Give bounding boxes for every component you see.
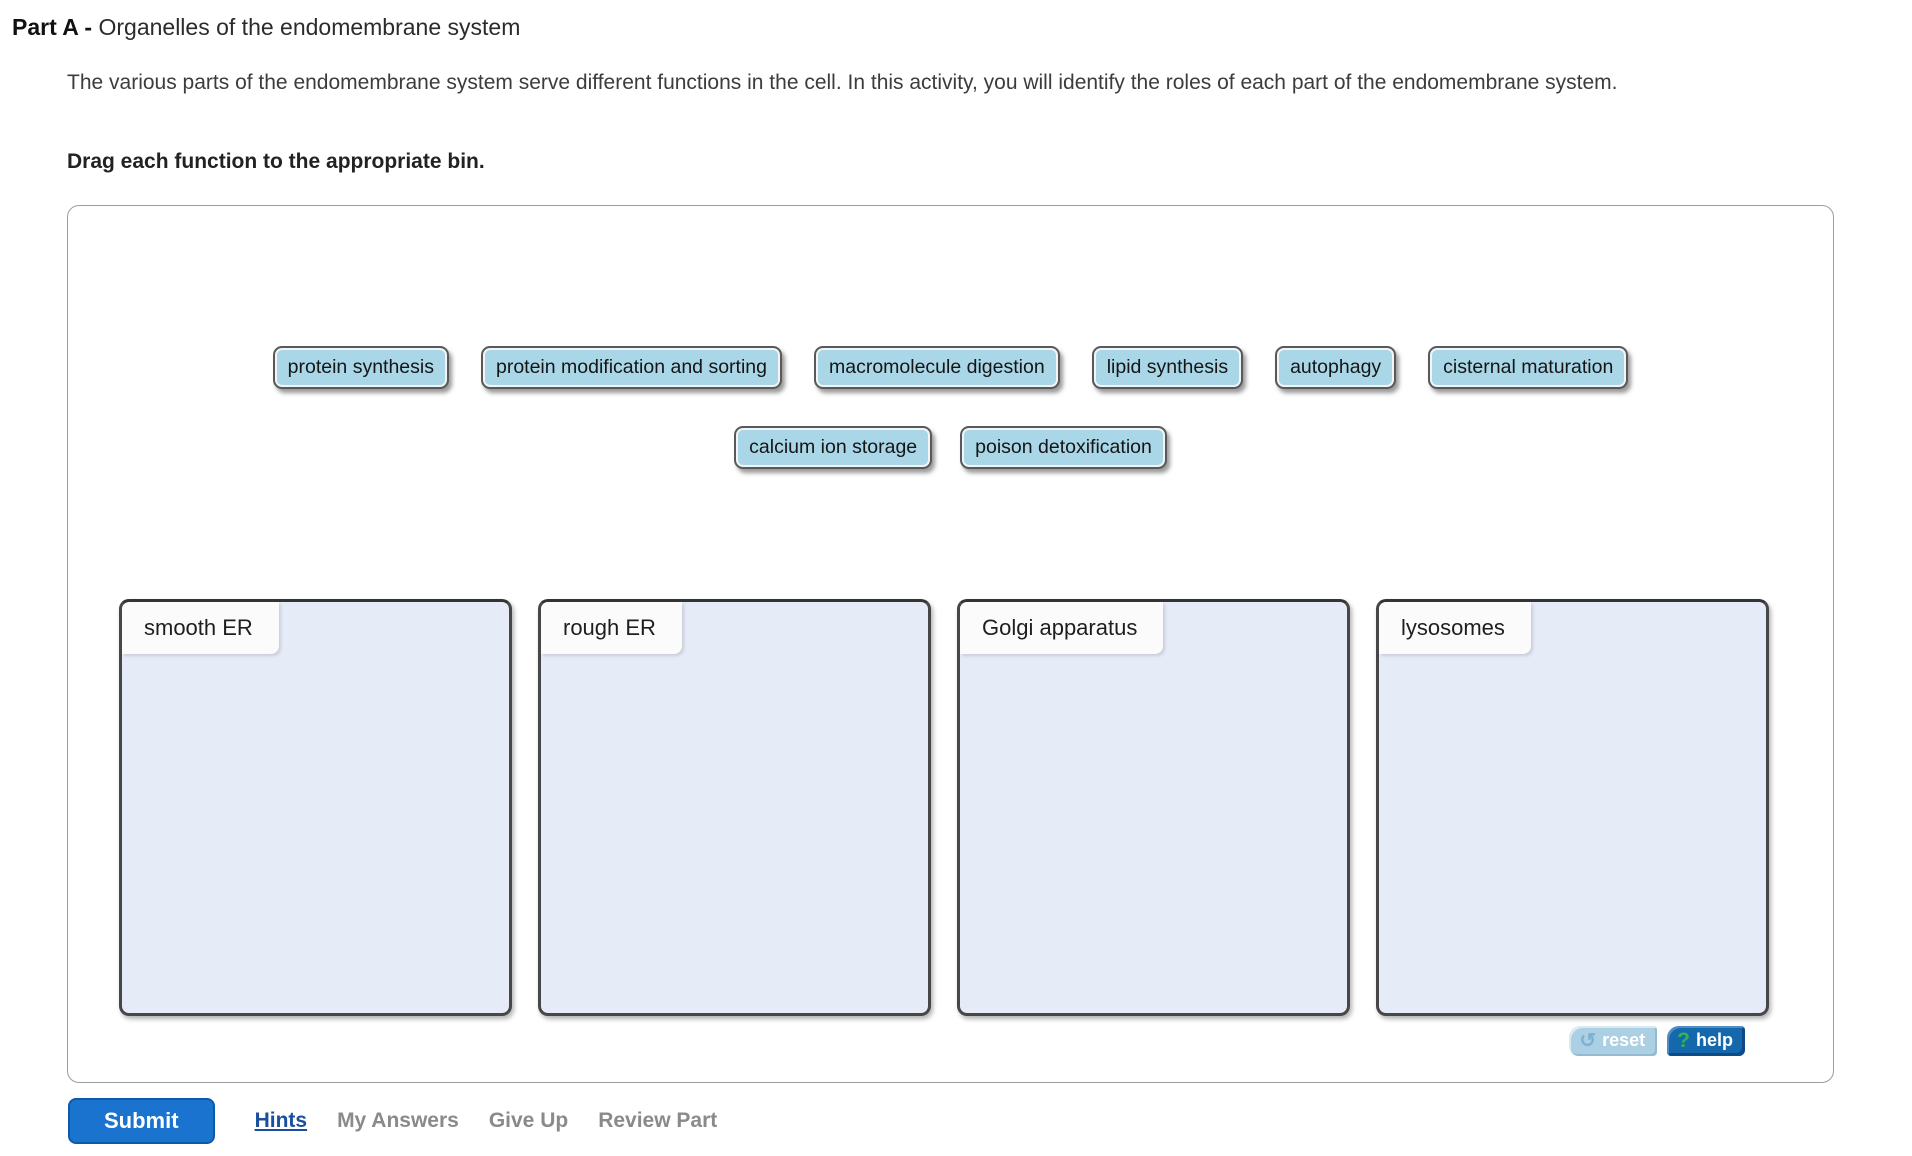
reset-icon: ↺	[1579, 1029, 1597, 1052]
chip-macromolecule-digestion[interactable]: macromolecule digestion	[813, 346, 1060, 389]
reset-button[interactable]: ↺ reset	[1569, 1026, 1658, 1056]
bin-label: Golgi apparatus	[960, 602, 1164, 654]
footer-bar: Submit Hints My Answers Give Up Review P…	[68, 1098, 717, 1144]
chip-protein-modification-and-sorting[interactable]: protein modification and sorting	[480, 346, 782, 389]
bin-smooth-er[interactable]: smooth ER	[119, 599, 512, 1016]
chip-lipid-synthesis[interactable]: lipid synthesis	[1091, 346, 1244, 389]
panel-buttons: ↺ reset ? help	[1569, 1026, 1745, 1056]
page-title: Part A - Organelles of the endomembrane …	[12, 14, 520, 41]
hints-link[interactable]: Hints	[254, 1109, 308, 1132]
chip-cisternal-maturation[interactable]: cisternal maturation	[1428, 346, 1629, 389]
chip-autophagy[interactable]: autophagy	[1275, 346, 1397, 389]
my-answers-link[interactable]: My Answers	[337, 1109, 459, 1132]
bins-row: smooth ER rough ER Golgi apparatus lysos…	[119, 599, 1769, 1016]
bin-label: lysosomes	[1379, 602, 1531, 654]
chip-row-1: protein synthesis protein modification a…	[68, 346, 1833, 389]
chip-poison-detoxification[interactable]: poison detoxification	[960, 426, 1167, 469]
question-mark-icon: ?	[1677, 1029, 1690, 1052]
review-part-link[interactable]: Review Part	[598, 1109, 718, 1132]
drag-instruction: Drag each function to the appropriate bi…	[67, 150, 485, 173]
part-label: Part A -	[12, 14, 99, 40]
help-label: help	[1695, 1030, 1733, 1050]
give-up-link[interactable]: Give Up	[488, 1109, 569, 1132]
help-button[interactable]: ? help	[1667, 1026, 1745, 1056]
footer-links: Hints My Answers Give Up Review Part	[255, 1109, 718, 1133]
bin-rough-er[interactable]: rough ER	[538, 599, 931, 1016]
bin-lysosomes[interactable]: lysosomes	[1376, 599, 1769, 1016]
part-title-text: Organelles of the endomembrane system	[98, 14, 521, 40]
submit-button[interactable]: Submit	[68, 1098, 215, 1144]
bin-golgi-apparatus[interactable]: Golgi apparatus	[957, 599, 1350, 1016]
chip-calcium-ion-storage[interactable]: calcium ion storage	[734, 426, 933, 469]
bin-label: rough ER	[541, 602, 682, 654]
reset-label: reset	[1602, 1030, 1646, 1050]
bin-label: smooth ER	[122, 602, 279, 654]
chip-row-2: calcium ion storage poison detoxificatio…	[68, 426, 1833, 469]
chip-protein-synthesis[interactable]: protein synthesis	[272, 346, 449, 389]
intro-paragraph: The various parts of the endomembrane sy…	[67, 71, 1618, 94]
activity-panel: protein synthesis protein modification a…	[67, 205, 1834, 1083]
